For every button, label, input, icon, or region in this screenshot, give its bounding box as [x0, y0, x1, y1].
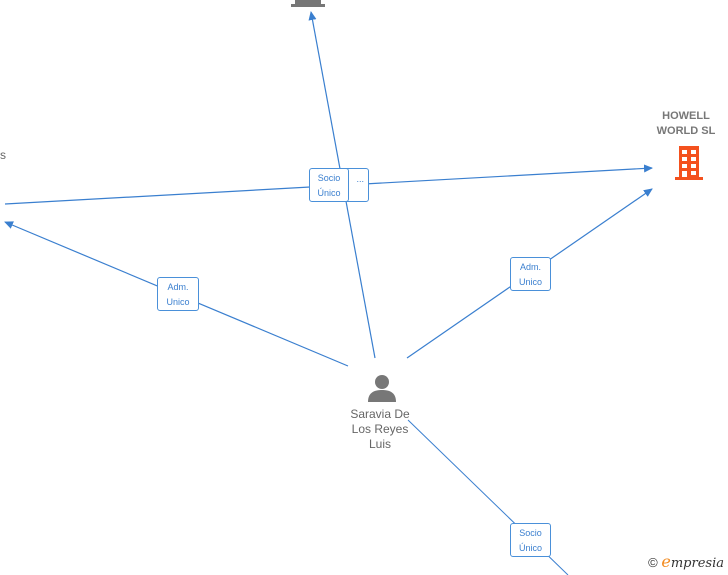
company-name-line1: HOWELL [662, 110, 710, 122]
edge-label-person-left[interactable]: Adm. Unico [157, 277, 199, 311]
edge-label-person-howell[interactable]: Adm. Unico [510, 257, 551, 291]
edge-label-person-bottom[interactable]: Socio Único [510, 523, 551, 557]
brand-logo-e: e [661, 552, 671, 571]
building-icon-top[interactable] [291, 0, 325, 8]
edge-label-line1: Socio [317, 173, 341, 183]
edge-label-line2: Único [518, 543, 542, 553]
edge-label-line2: ... [356, 174, 364, 184]
person-name-line2: Los Reyes [351, 422, 409, 436]
edge-label-line2: Unico [166, 297, 190, 307]
brand-name: mpresia [670, 556, 724, 571]
person-icon[interactable] [367, 373, 397, 403]
edge-label-line1: Adm. [167, 282, 189, 292]
edge-label-line1: Socio [519, 528, 542, 538]
person-name-line3: Luis [368, 437, 391, 451]
person-name-line1: Saravia De [350, 407, 410, 421]
company-label-howell-world[interactable]: HOWELL WORLD SL [646, 109, 726, 139]
building-icon-howell-world[interactable] [673, 146, 705, 180]
edge-label-line1: Adm. [519, 262, 541, 272]
empresia-watermark: © empresia [648, 552, 724, 571]
edge-label-person-top[interactable]: Socio Único [309, 168, 349, 202]
edge-label-line2: Único [317, 188, 341, 198]
copyright-icon: © [648, 555, 658, 570]
edge-label-line2: Unico [518, 277, 542, 287]
company-name-line2: WORLD SL [656, 125, 716, 137]
company-label-left[interactable]: s [0, 148, 6, 162]
person-label[interactable]: Saravia De Los Reyes Luis [335, 407, 425, 452]
